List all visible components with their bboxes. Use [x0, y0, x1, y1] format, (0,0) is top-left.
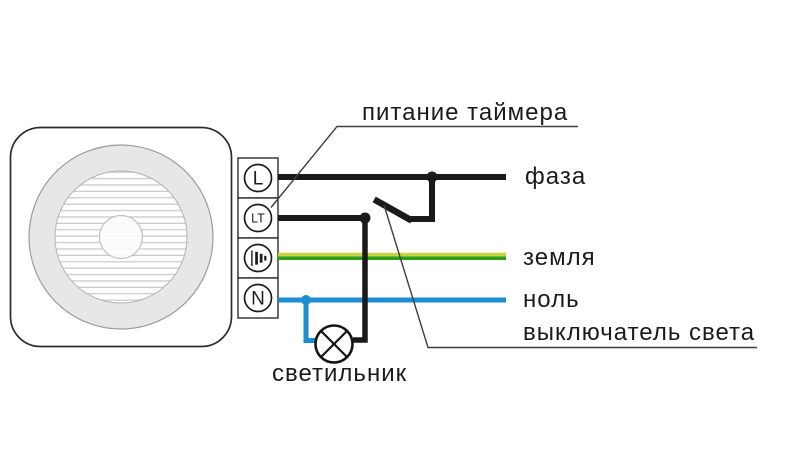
terminal-label-lt: LT — [251, 212, 265, 226]
earth-ground-icon — [251, 250, 267, 266]
switch-drop-wire — [409, 174, 435, 222]
timer-power-leader-line — [270, 125, 578, 208]
terminal-circle-earth — [243, 243, 273, 273]
terminal-label-l: L — [253, 169, 264, 190]
switch-lever — [372, 196, 414, 224]
lamp-label: светильник — [272, 360, 408, 387]
ground-label: земля — [523, 244, 596, 271]
phase-label: фаза — [525, 163, 587, 190]
neutral-label: ноль — [523, 286, 580, 313]
fan-blades — [47, 163, 195, 311]
fan-hub — [98, 214, 144, 260]
lamp-neutral-branch — [303, 300, 316, 343]
lamp-phase-branch — [353, 218, 368, 343]
terminal-circle-n — [243, 283, 273, 313]
terminal-circle-l — [243, 163, 273, 193]
timer-power-label: питание таймера — [362, 99, 569, 126]
terminal-circle-lt — [243, 203, 273, 233]
lamp-symbol — [314, 324, 354, 364]
light-switch-leader-line — [383, 204, 757, 349]
exhaust-fan — [9, 126, 233, 348]
light-switch-label: выключатель света — [523, 319, 756, 346]
terminal-label-n: N — [251, 289, 265, 310]
